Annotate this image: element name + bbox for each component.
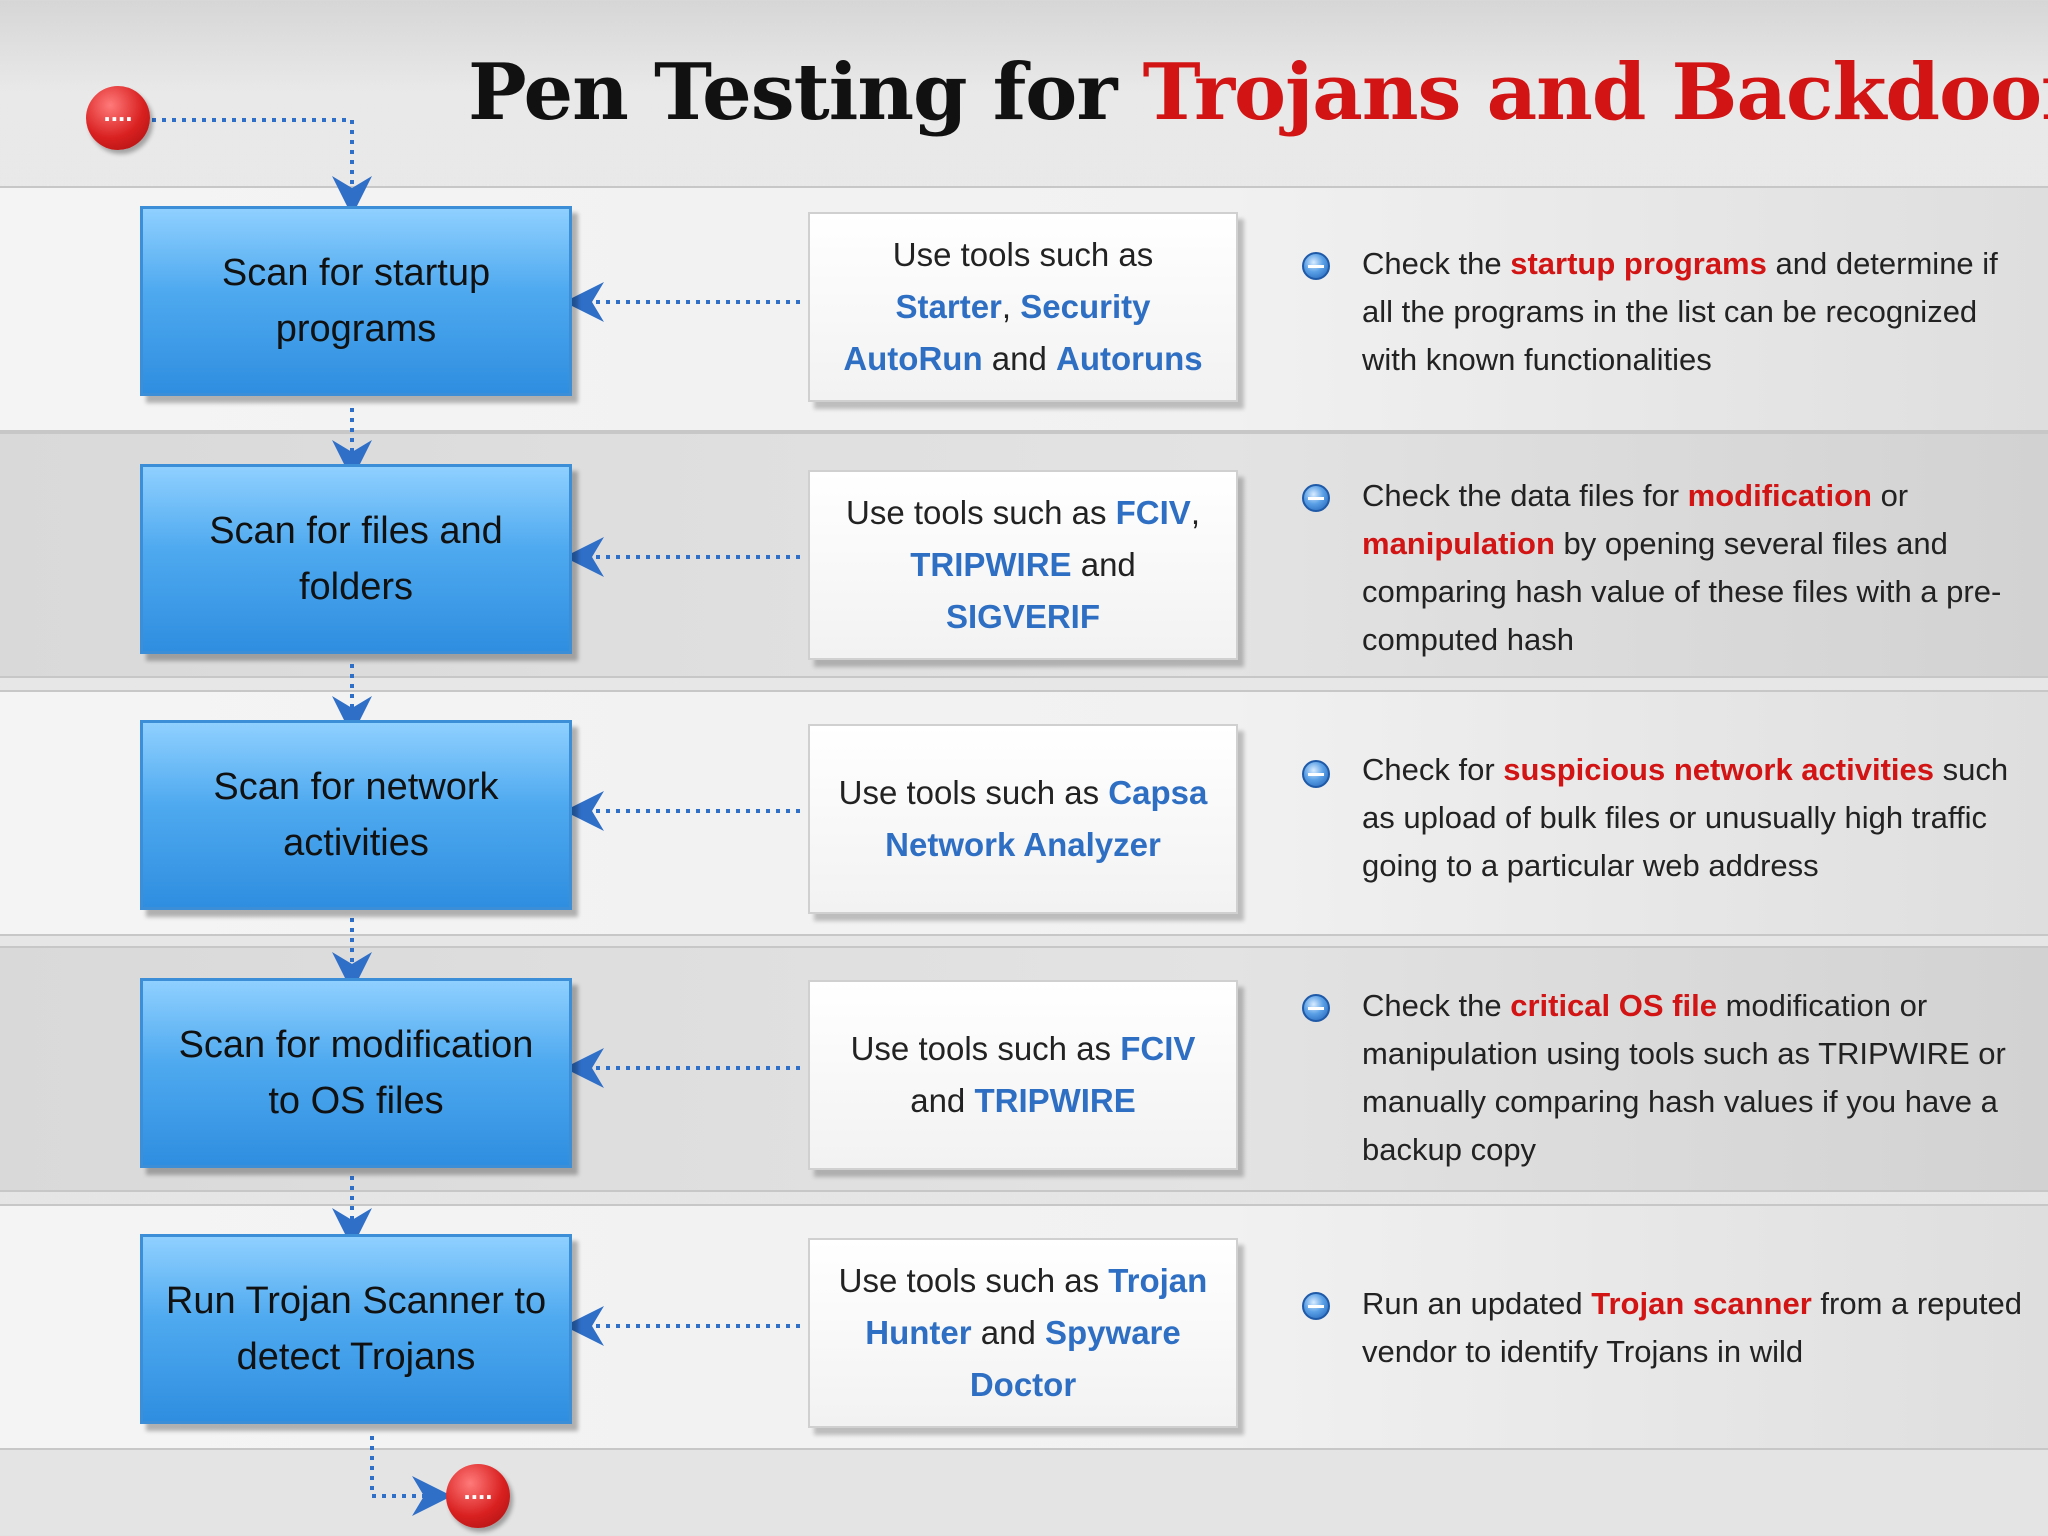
title-part-1: Pen Testing for <box>468 47 1117 138</box>
tool-name: FCIV <box>1120 1030 1196 1067</box>
tool-name: Autoruns <box>1056 340 1203 377</box>
tools-trojan-scanner: Use tools such as Trojan Hunter and Spyw… <box>808 1238 1238 1428</box>
desc-network-activities: Check for suspicious network activities … <box>1362 746 2032 890</box>
tools-files-folders: Use tools such as FCIV, TRIPWIRE and SIG… <box>808 470 1238 660</box>
bullet-icon <box>1302 994 1330 1022</box>
desc-os-files: Check the critical OS file modification … <box>1362 982 2032 1174</box>
tool-text: , <box>1001 288 1021 325</box>
start-connector <box>152 118 372 216</box>
tool-name: Spyware Doctor <box>969 1314 1181 1403</box>
page-title: Pen Testing for Trojans and Backdoors <box>468 38 2048 148</box>
step-os-files: Scan for modification to OS files <box>140 978 572 1168</box>
desc-highlight: manipulation <box>1362 526 1555 561</box>
desc-text: from a reputed vendor to identify Trojan… <box>1362 1286 2022 1369</box>
tool-text: Use tools such as <box>838 774 1109 811</box>
desc-highlight: modification <box>1687 478 1872 513</box>
desc-highlight: critical OS file <box>1510 988 1717 1023</box>
tool-name: Trojan Hunter <box>865 1262 1208 1351</box>
tool-name: TRIPWIRE <box>910 546 1072 583</box>
desc-text: by opening several files and comparing h… <box>1362 526 2002 657</box>
tool-text: Use tools such as <box>846 494 1116 531</box>
tool-text: , <box>1190 494 1200 531</box>
title-part-2: Trojans and Backdoors <box>1142 47 2048 138</box>
tool-text: Use tools such as <box>850 1030 1121 1067</box>
desc-text: and determine if all the programs in the… <box>1362 246 1998 377</box>
tool-name: Security AutoRun <box>843 288 1151 377</box>
start-node: .... <box>86 86 150 150</box>
step-trojan-scanner: Run Trojan Scanner to detect Trojans <box>140 1234 572 1424</box>
step-startup-programs: Scan for startup programs <box>140 206 572 396</box>
desc-text: Run an updated <box>1362 1286 1592 1321</box>
tool-name: TRIPWIRE <box>974 1082 1136 1119</box>
desc-highlight: suspicious network activities <box>1503 752 1934 787</box>
desc-text: modification or manipulation using tools… <box>1362 988 2006 1167</box>
bullet-icon <box>1302 760 1330 788</box>
tool-text: Use tools such as <box>838 1262 1109 1299</box>
desc-startup-programs: Check the startup programs and determine… <box>1362 240 2032 384</box>
step-files-folders: Scan for files and folders <box>140 464 572 654</box>
tool-text: and <box>910 1082 975 1119</box>
desc-text: such as upload of bulk files or unusuall… <box>1362 752 2009 883</box>
tool-name: Capsa Network Analyzer <box>885 774 1208 863</box>
desc-text: or <box>1871 478 1909 513</box>
desc-text: Check for <box>1362 752 1504 787</box>
bullet-icon <box>1302 1292 1330 1320</box>
tool-text: and <box>982 340 1057 377</box>
tools-startup-programs: Use tools such as Starter, Security Auto… <box>808 212 1238 402</box>
tools-network-activities: Use tools such as Capsa Network Analyzer <box>808 724 1238 914</box>
tool-name: Starter <box>895 288 1002 325</box>
tools-os-files: Use tools such as FCIV and TRIPWIRE <box>808 980 1238 1170</box>
desc-highlight: startup programs <box>1510 246 1767 281</box>
step-network-activities: Scan for network activities <box>140 720 572 910</box>
tool-name: FCIV <box>1115 494 1191 531</box>
bullet-icon <box>1302 252 1330 280</box>
desc-trojan-scanner: Run an updated Trojan scanner from a rep… <box>1362 1280 2032 1376</box>
end-node: .... <box>446 1464 510 1528</box>
desc-text: Check the data files for <box>1362 478 1688 513</box>
tool-text: Use tools such as <box>892 236 1154 273</box>
tool-name: SIGVERIF <box>945 598 1101 635</box>
bullet-icon <box>1302 484 1330 512</box>
desc-text: Check the <box>1362 246 1511 281</box>
desc-highlight: Trojan scanner <box>1591 1286 1812 1321</box>
tool-text: and <box>971 1314 1045 1351</box>
tool-text: and <box>1071 546 1136 583</box>
desc-files-folders: Check the data files for modification or… <box>1362 472 2032 664</box>
desc-text: Check the <box>1362 988 1511 1023</box>
